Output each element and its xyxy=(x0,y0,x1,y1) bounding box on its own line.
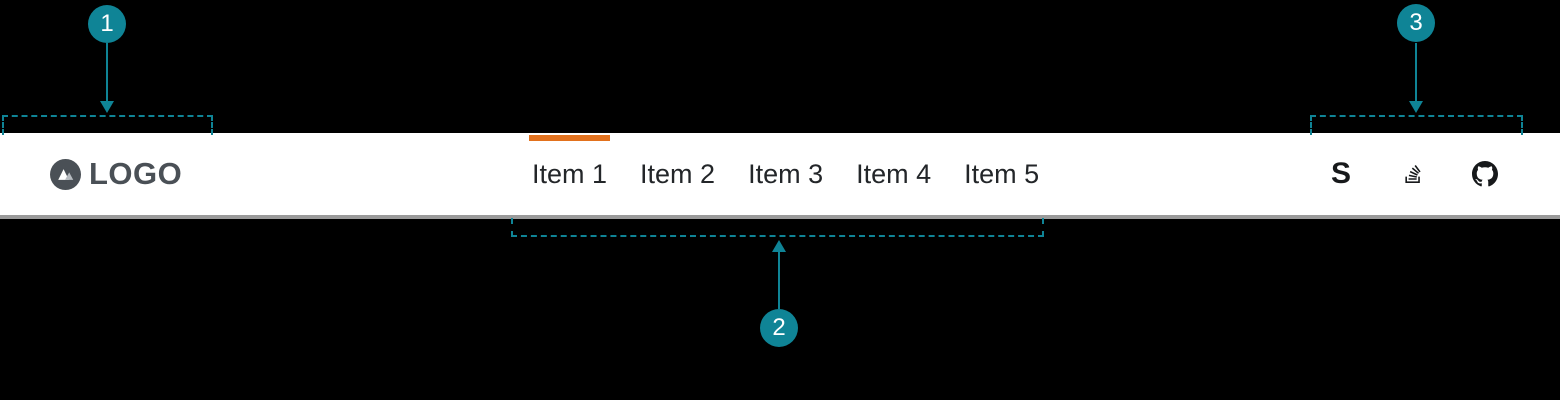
nav-item-label: Item 3 xyxy=(748,158,824,189)
nav-items: Item 1 Item 2 Item 3 Item 4 Item 5 xyxy=(529,133,1039,215)
annotation-arrowhead-1 xyxy=(100,101,114,113)
navbar: LOGO Item 1 Item 2 Item 3 Item 4 Item 5 … xyxy=(0,133,1560,219)
nav-items-region-outline xyxy=(511,218,1044,237)
annotation-arrowhead-2 xyxy=(772,240,786,252)
active-indicator xyxy=(529,135,611,141)
annotation-arrow-2 xyxy=(778,252,780,309)
stacks-s-icon[interactable]: S xyxy=(1330,157,1351,190)
logo-text: LOGO xyxy=(89,156,183,191)
mountain-logo-icon xyxy=(50,158,81,190)
nav-item-label: Item 4 xyxy=(856,158,932,189)
stackoverflow-icon[interactable] xyxy=(1400,159,1426,189)
nav-item-2[interactable]: Item 2 xyxy=(640,133,715,215)
nav-item-5[interactable]: Item 5 xyxy=(964,133,1039,215)
annotation-marker-3: 3 xyxy=(1397,4,1435,42)
logo-region-outline xyxy=(2,115,213,135)
annotation-marker-2: 2 xyxy=(760,309,798,347)
nav-item-1[interactable]: Item 1 xyxy=(529,133,611,215)
github-icon[interactable] xyxy=(1472,159,1498,189)
nav-icons: S xyxy=(1328,133,1498,215)
nav-item-3[interactable]: Item 3 xyxy=(748,133,823,215)
nav-item-label: Item 5 xyxy=(964,158,1040,189)
icons-region-outline xyxy=(1310,115,1523,135)
annotation-arrow-3 xyxy=(1415,43,1417,102)
nav-item-4[interactable]: Item 4 xyxy=(856,133,931,215)
annotation-marker-1: 1 xyxy=(88,5,126,43)
annotation-arrowhead-3 xyxy=(1409,101,1423,113)
nav-item-label: Item 1 xyxy=(532,158,608,189)
annotation-arrow-1 xyxy=(106,43,108,102)
logo[interactable]: LOGO xyxy=(50,133,182,215)
nav-item-label: Item 2 xyxy=(640,158,716,189)
